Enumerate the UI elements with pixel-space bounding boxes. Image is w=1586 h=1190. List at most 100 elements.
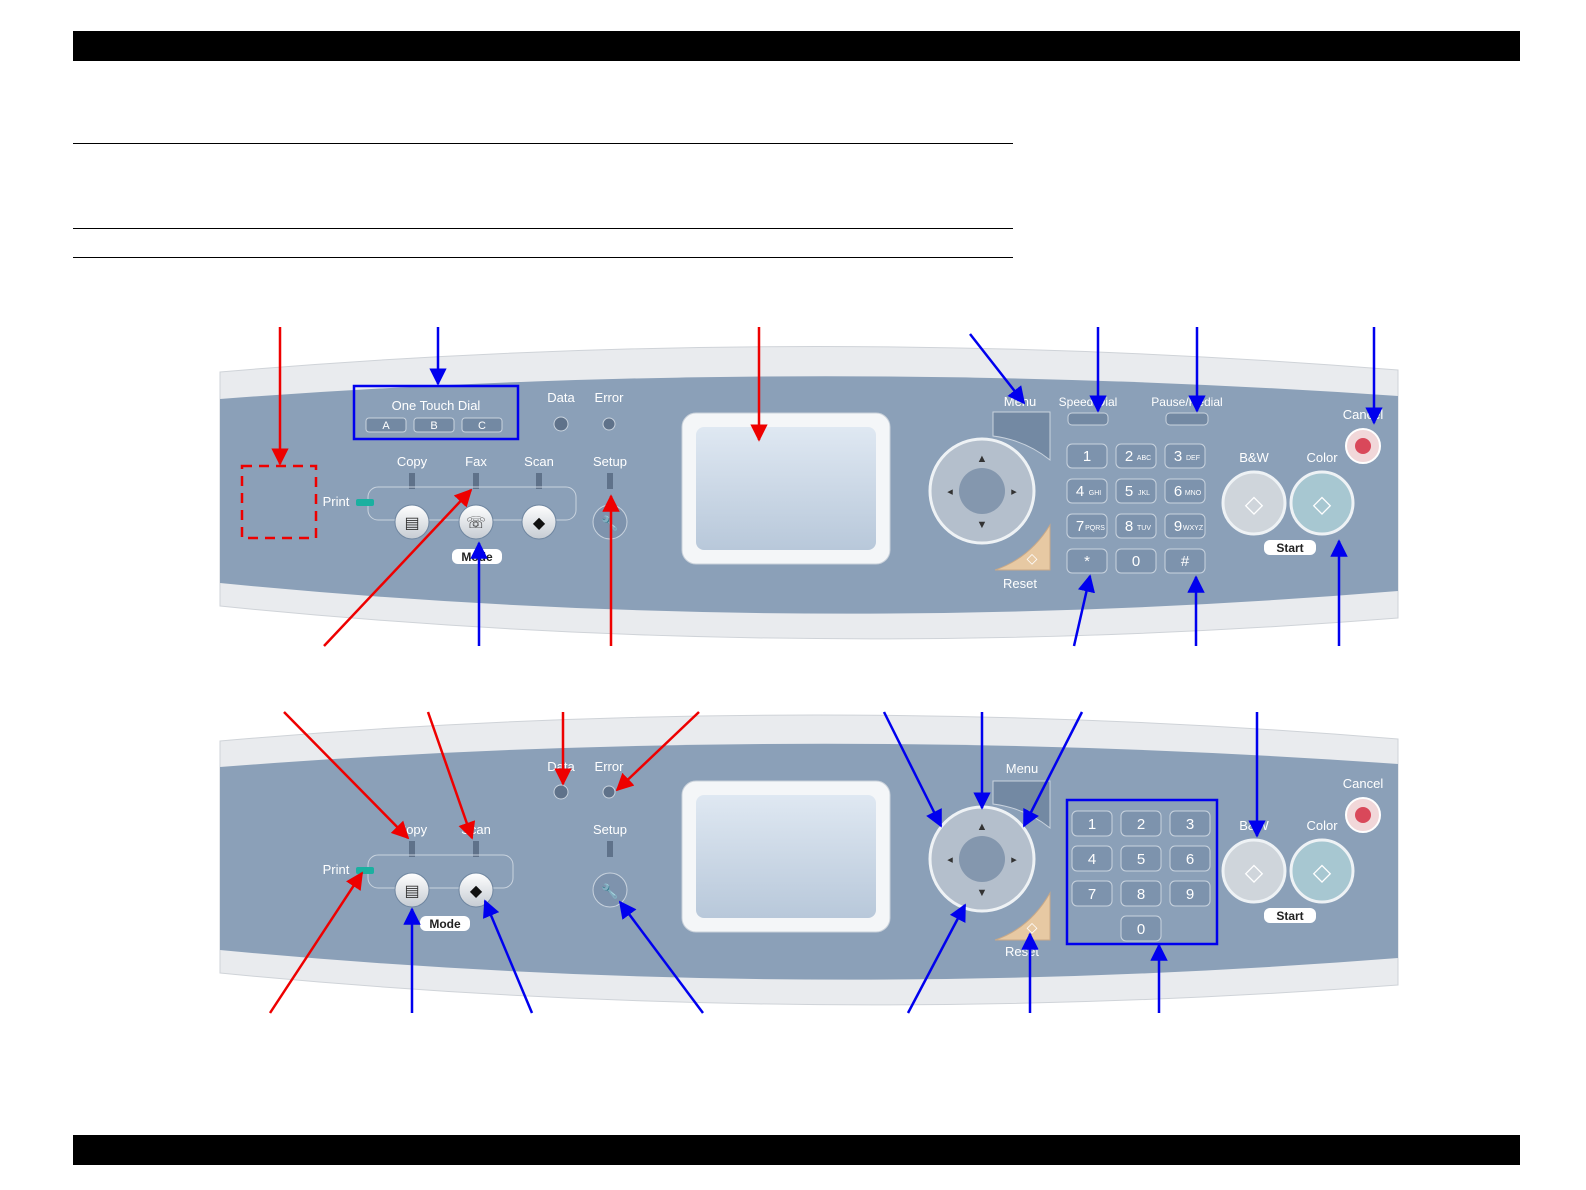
error-label: Error: [595, 390, 625, 405]
scan-label: Scan: [524, 454, 554, 469]
keypad-key[interactable]: [1120, 845, 1162, 872]
callout-arrow: [283, 711, 410, 840]
copy-icon: ▤: [404, 883, 419, 900]
keypad-key[interactable]: [1120, 915, 1162, 942]
arrow-down-icon[interactable]: ▼: [977, 887, 988, 899]
arrow-right-icon[interactable]: ▸: [1011, 854, 1017, 866]
keypad-key-letters: PQRS: [1085, 525, 1105, 532]
keypad-key[interactable]: [1066, 478, 1108, 504]
keypad-key-digit: 0: [1137, 921, 1145, 938]
speed-dial-label: Speed Dial: [1059, 395, 1118, 409]
title-rule-middle: [73, 228, 1013, 229]
bw-start-icon: ◇: [1245, 491, 1264, 518]
lcd-screen: [696, 795, 876, 918]
one-touch-dial-highlight-box: [352, 384, 520, 441]
bw-start-button[interactable]: [1221, 838, 1287, 904]
keypad-key[interactable]: [1120, 810, 1162, 837]
callout-arrow: [618, 900, 705, 1014]
scan-mode-button[interactable]: [521, 504, 557, 540]
scan-mode-button[interactable]: [458, 872, 494, 908]
data-label: Data: [547, 390, 575, 405]
keypad-key-digit: 3: [1174, 448, 1182, 465]
reset-button[interactable]: [994, 891, 1051, 941]
pause-redial-button[interactable]: [1165, 412, 1209, 426]
keypad-key-digit: 6: [1174, 483, 1182, 500]
setup-label: Setup: [593, 822, 627, 837]
pause-redial-label: Pause/Redial: [1151, 395, 1222, 409]
menu-button[interactable]: [992, 411, 1051, 462]
callout-arrow: [882, 711, 943, 828]
arrow-right-icon[interactable]: ▸: [1011, 486, 1017, 498]
keypad-key-digit: 7: [1076, 518, 1084, 535]
keypad-key-letters: GHI: [1089, 490, 1102, 497]
fax-mode-light: [473, 473, 479, 489]
print-label: Print: [323, 862, 350, 877]
callout-arrow: [268, 871, 364, 1014]
reset-button[interactable]: [994, 523, 1051, 571]
data-light: [553, 784, 569, 800]
mode-label-plate: [420, 916, 470, 931]
keypad-key[interactable]: [1115, 478, 1157, 504]
keypad-key[interactable]: [1115, 548, 1157, 574]
callout-arrow: [1072, 574, 1096, 647]
one-touch-dial-c-button[interactable]: [461, 417, 503, 433]
keypad-key[interactable]: [1169, 845, 1211, 872]
speed-dial-button[interactable]: [1067, 412, 1109, 426]
arrow-down-icon[interactable]: ▼: [977, 519, 988, 531]
arrow-up-icon[interactable]: ▲: [977, 821, 988, 833]
fax-mode-button[interactable]: [458, 504, 494, 540]
keypad-key-digit: 5: [1137, 851, 1145, 868]
title-rule-bottom: [73, 257, 1013, 258]
dpad-center: [959, 836, 1005, 882]
setup-tools-icon: 🔧: [601, 882, 618, 900]
cancel-stop-icon: [1355, 438, 1371, 454]
dial-c-label: C: [478, 420, 486, 432]
callout-arrow: [323, 488, 473, 647]
copy-mode-button[interactable]: [394, 872, 430, 908]
keypad-key[interactable]: [1164, 513, 1206, 539]
scan-label: Scan: [461, 822, 491, 837]
keypad-key[interactable]: [1066, 513, 1108, 539]
keypad-key[interactable]: [1164, 443, 1206, 469]
top-panel-callout-arrows: [271, 327, 1383, 647]
bw-start-button[interactable]: [1221, 470, 1287, 536]
keypad-key[interactable]: [1071, 810, 1113, 837]
keypad-key[interactable]: [1164, 548, 1206, 574]
title-rule-top: [73, 143, 1013, 144]
color-start-button[interactable]: [1289, 470, 1355, 536]
keypad-key-digit: 8: [1137, 886, 1145, 903]
keypad-key-digit: 3: [1186, 816, 1194, 833]
print-light: [356, 867, 374, 874]
arrow-left-icon[interactable]: ◂: [947, 854, 953, 866]
data-light: [553, 416, 569, 432]
keypad-key[interactable]: [1164, 478, 1206, 504]
copy-mode-button[interactable]: [394, 504, 430, 540]
keypad-key[interactable]: [1071, 845, 1113, 872]
copy-mode-light: [409, 473, 415, 489]
arrow-left-icon[interactable]: ◂: [947, 486, 953, 498]
keypad-key-digit: *: [1084, 553, 1090, 570]
keypad-key[interactable]: [1066, 443, 1108, 469]
one-touch-dial-b-button[interactable]: [413, 417, 455, 433]
start-label: Start: [1276, 909, 1303, 923]
copy-label: Copy: [397, 454, 428, 469]
scan-icon: ◆: [470, 883, 483, 900]
mode-label: Mode: [429, 917, 461, 931]
setup-button[interactable]: [592, 872, 628, 908]
keypad-key[interactable]: [1169, 880, 1211, 907]
keypad-key[interactable]: [1115, 443, 1157, 469]
keypad-key[interactable]: [1120, 880, 1162, 907]
color-start-button[interactable]: [1289, 838, 1355, 904]
keypad-key-digit: 5: [1125, 483, 1133, 500]
keypad-key[interactable]: [1169, 810, 1211, 837]
arrow-up-icon[interactable]: ▲: [977, 453, 988, 465]
scan-icon: ◆: [533, 515, 546, 532]
keypad-key[interactable]: [1115, 513, 1157, 539]
start-label-plate: [1264, 908, 1316, 923]
keypad-key-letters: WXYZ: [1183, 525, 1204, 532]
keypad-key[interactable]: [1066, 548, 1108, 574]
one-touch-dial-a-button[interactable]: [365, 417, 407, 433]
print-label: Print: [323, 494, 350, 509]
color-label: Color: [1306, 818, 1338, 833]
keypad-key[interactable]: [1071, 880, 1113, 907]
